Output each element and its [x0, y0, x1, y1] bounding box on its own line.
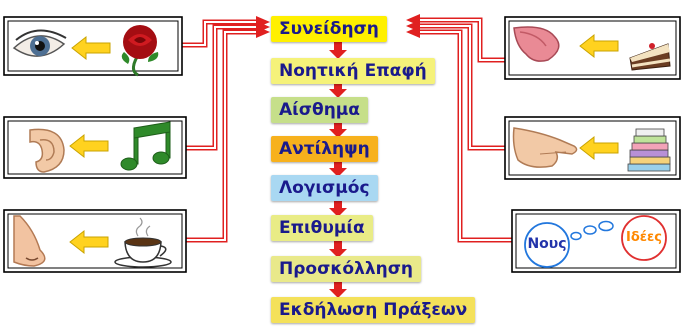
stage-consciousness: Συνείδηση: [271, 16, 387, 42]
stage-down-arrows: [329, 42, 347, 298]
down-arrow-4: [329, 161, 347, 177]
down-arrow-1: [329, 42, 347, 59]
cake-icon: [629, 43, 671, 71]
ideas-circle: [621, 215, 667, 261]
coffee-cup-icon: [114, 217, 172, 268]
mind-circle: [524, 222, 570, 268]
music-note-icon: [120, 121, 171, 171]
nose-icon: [13, 215, 46, 267]
yellow-arrow-sight: [71, 35, 111, 61]
stage-action: Εκδήλωση Πράξεων: [271, 297, 476, 323]
down-arrow-6: [329, 240, 347, 258]
hand-icon: [512, 127, 578, 168]
mind-label: Νους: [527, 236, 567, 252]
stage-mental-contact: Νοητική Επαφή: [271, 58, 435, 84]
rose-icon: [121, 25, 159, 77]
stage-perception: Αντίληψη: [271, 136, 378, 162]
tongue-icon: [513, 26, 560, 62]
yellow-arrow-touch: [579, 135, 619, 161]
down-arrow-7: [329, 281, 347, 298]
connector-arrowheads: [256, 14, 420, 38]
towels-icon: [627, 128, 671, 172]
mind-bubbles: [524, 215, 667, 268]
down-arrow-3: [329, 122, 347, 138]
eye-icon: [12, 29, 67, 57]
yellow-arrow-hearing: [69, 133, 109, 159]
ear-icon: [29, 128, 65, 173]
down-arrow-2: [329, 83, 347, 98]
stage-thought: Λογισμός: [271, 175, 378, 201]
yellow-arrow-smell: [69, 229, 109, 255]
ideas-label: Ιδέες: [626, 230, 662, 245]
connector-lines: [182, 17, 512, 243]
yellow-arrow-taste: [579, 33, 619, 59]
yellow-arrows: [69, 33, 619, 255]
down-arrow-5: [329, 200, 347, 217]
stage-sensation: Αίσθημα: [271, 97, 368, 123]
stage-attachment: Προσκόλληση: [271, 256, 422, 282]
stage-desire: Επιθυμία: [271, 215, 373, 241]
